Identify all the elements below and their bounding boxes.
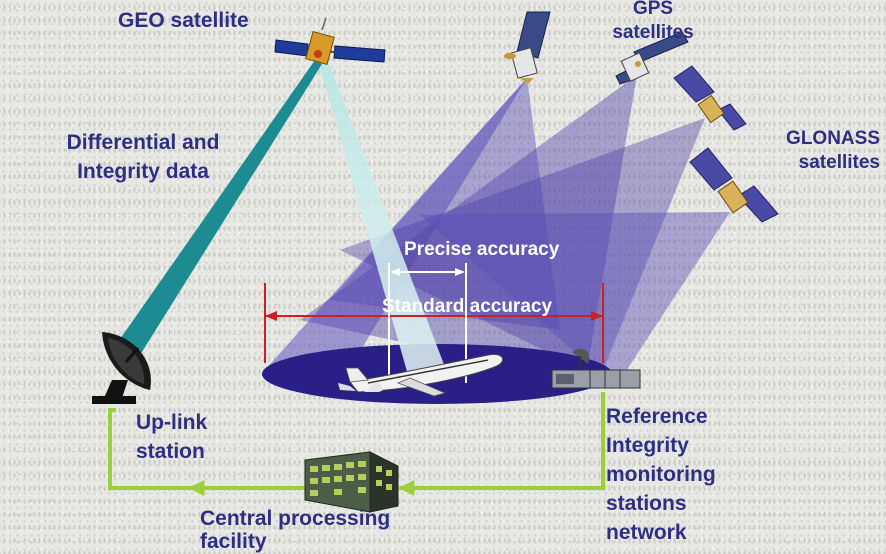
central-label-line2: facility <box>200 530 267 553</box>
reference-station-icon <box>551 348 641 389</box>
reference-label-line1: Reference <box>606 405 708 428</box>
reference-label-line3: monitoring <box>606 463 716 486</box>
gps-label-line2: satellites <box>612 22 694 43</box>
gps-satellite-icon <box>615 31 689 85</box>
network-lines <box>108 392 605 496</box>
uplink-label-line2: station <box>136 440 205 463</box>
reference-label-line2: Integrity <box>606 434 689 457</box>
geo-satellite-icon <box>274 17 386 65</box>
gps-satellite-icon <box>504 11 551 84</box>
glonass-satellite-icon <box>689 147 779 223</box>
reference-label-line5: network <box>606 521 687 544</box>
geo-satellite-label: GEO satellite <box>118 9 249 32</box>
glonass-satellite-icon <box>673 65 747 131</box>
airplane-icon <box>338 353 504 397</box>
reference-label-line4: stations <box>606 492 687 515</box>
satellite-signal-cones <box>263 75 730 392</box>
uplink-station-label: Up-link station <box>136 408 207 466</box>
geo-uplink-beam <box>118 60 322 355</box>
glonass-label-line1: GLONASS <box>786 128 880 149</box>
geo-downlink-beam <box>318 58 448 375</box>
standard-accuracy-label: Standard accuracy <box>382 296 553 317</box>
differential-integrity-label: Differential and Integrity data <box>34 128 252 186</box>
building-icon <box>304 451 399 513</box>
gps-label-line1: GPS <box>632 0 674 19</box>
glonass-label-line2: satellites <box>798 152 880 173</box>
precise-accuracy-label: Precise accuracy <box>404 239 560 260</box>
differential-label-line2: Integrity data <box>77 160 209 183</box>
central-processing-label: Central processing facility <box>200 506 390 553</box>
differential-label-line1: Differential and <box>66 131 220 154</box>
satellite-dish-icon <box>92 332 151 404</box>
gps-satellites-label: GPS satellites <box>598 0 708 45</box>
central-label-line1: Central processing <box>200 507 391 530</box>
glonass-satellites-label: GLONASS satellites <box>768 127 880 175</box>
uplink-label-line1: Up-link <box>136 411 208 434</box>
reference-network-label: Reference Integrity monitoring stations … <box>606 402 716 547</box>
